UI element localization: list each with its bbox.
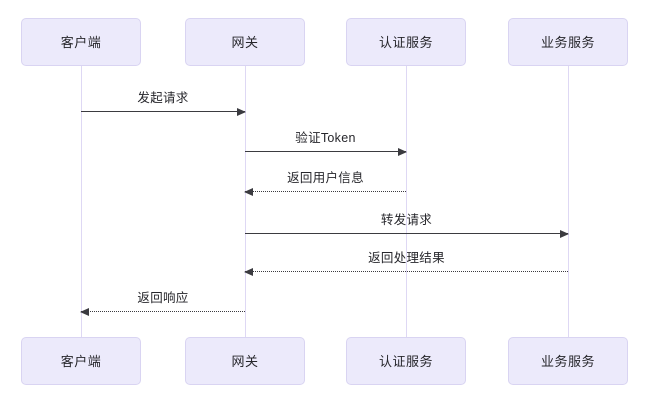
lifeline-client <box>81 66 82 337</box>
arrowhead-left-icon <box>80 308 89 316</box>
message-line-m3 <box>244 188 406 196</box>
participant-box-gateway-bottom[interactable]: 网关 <box>185 337 305 385</box>
arrowhead-left-icon <box>244 268 253 276</box>
participant-label-client: 客户端 <box>60 353 102 369</box>
participant-label-biz: 业务服务 <box>540 353 595 369</box>
lifeline-biz <box>568 66 569 337</box>
lifeline-auth <box>406 66 407 337</box>
participant-label-client: 客户端 <box>60 34 102 50</box>
participant-box-biz-bottom[interactable]: 业务服务 <box>508 337 628 385</box>
message-label-m3: 返回用户信息 <box>287 170 364 185</box>
arrowhead-right-icon <box>560 230 569 238</box>
participant-box-client-bottom[interactable]: 客户端 <box>21 337 141 385</box>
message-label-m6: 返回响应 <box>137 290 189 305</box>
message-line-m2 <box>245 148 407 156</box>
participant-box-auth-bottom[interactable]: 认证服务 <box>346 337 466 385</box>
participant-label-auth: 认证服务 <box>378 353 433 369</box>
message-line-m1 <box>81 108 246 116</box>
message-label-m2: 验证Token <box>295 130 356 145</box>
message-label-m5: 返回处理结果 <box>368 250 445 265</box>
arrowhead-right-icon <box>398 148 407 156</box>
arrowhead-right-icon <box>237 108 246 116</box>
message-line-m4 <box>245 230 569 238</box>
participant-label-biz: 业务服务 <box>540 34 595 50</box>
participant-box-auth-top[interactable]: 认证服务 <box>346 18 466 66</box>
lifeline-gateway <box>245 66 246 337</box>
participant-label-gateway: 网关 <box>231 353 259 369</box>
participant-box-biz-top[interactable]: 业务服务 <box>508 18 628 66</box>
participant-box-client-top[interactable]: 客户端 <box>21 18 141 66</box>
participant-label-gateway: 网关 <box>231 34 259 50</box>
message-line-m5 <box>244 268 568 276</box>
participant-label-auth: 认证服务 <box>378 34 433 50</box>
participant-box-gateway-top[interactable]: 网关 <box>185 18 305 66</box>
message-label-m1: 发起请求 <box>137 90 189 105</box>
arrowhead-left-icon <box>244 188 253 196</box>
message-label-m4: 转发请求 <box>380 212 433 227</box>
message-line-m6 <box>80 308 245 316</box>
